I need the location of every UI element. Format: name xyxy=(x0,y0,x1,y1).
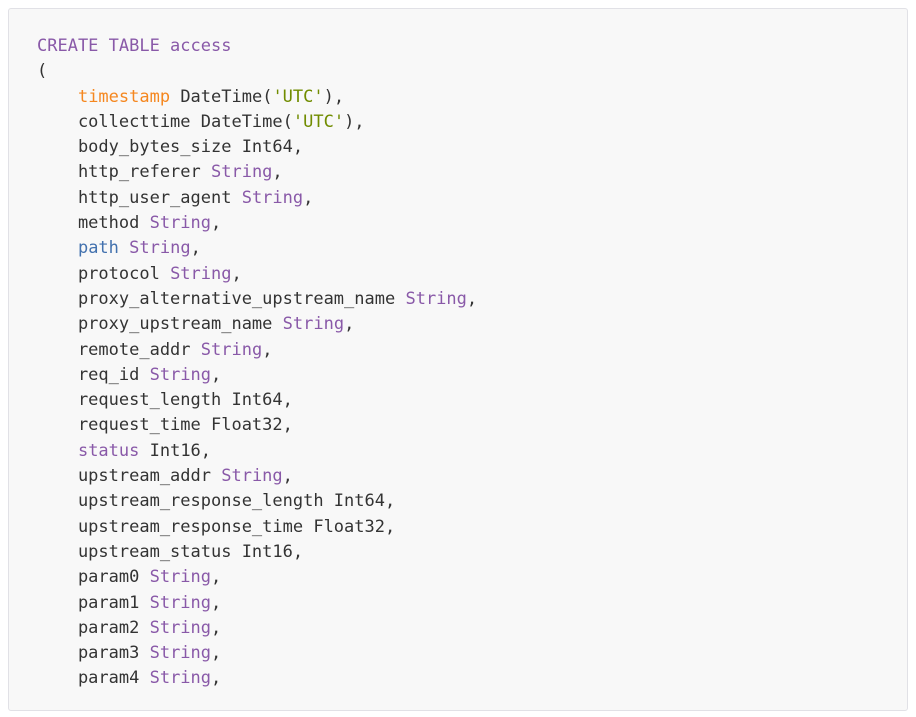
code-token xyxy=(37,238,78,258)
code-token: , xyxy=(190,238,201,259)
code-line: param0 String, xyxy=(37,565,879,590)
code-token: timestamp xyxy=(77,86,171,107)
code-token: String xyxy=(149,364,212,385)
code-line: param4 String, xyxy=(37,666,879,691)
code-token xyxy=(37,441,78,461)
code-token: , xyxy=(211,617,222,638)
code-token: , xyxy=(211,668,222,689)
code-line: req_id String, xyxy=(37,363,879,388)
code-line: request_time Float32, xyxy=(37,413,879,438)
code-token: request_time Float32, xyxy=(37,415,293,436)
code-token: Int16, xyxy=(139,440,212,461)
code-token: String xyxy=(149,567,212,588)
code-token: , xyxy=(282,466,293,487)
code-token: status xyxy=(77,440,140,461)
code-token: , xyxy=(211,364,222,385)
code-token xyxy=(37,87,78,107)
code-token: , xyxy=(211,592,222,613)
code-token: , xyxy=(303,187,314,208)
code-line: param2 String, xyxy=(37,616,879,641)
code-token: upstream_addr xyxy=(37,466,222,487)
code-line: upstream_response_length Int64, xyxy=(37,489,879,514)
code-line: timestamp DateTime('UTC'), xyxy=(37,85,879,110)
code-token: request_length Int64, xyxy=(37,390,293,411)
code-line: protocol String, xyxy=(37,262,879,287)
code-line: param1 String, xyxy=(37,591,879,616)
code-token: upstream_response_length Int64, xyxy=(37,491,396,512)
code-token: param3 xyxy=(37,643,150,664)
code-token: http_user_agent xyxy=(37,187,242,208)
code-token: http_referer xyxy=(37,162,211,183)
code-token: String xyxy=(405,288,467,309)
code-line: body_bytes_size Int64, xyxy=(37,135,879,160)
code-token: String xyxy=(129,238,191,259)
code-token: proxy_alternative_upstream_name xyxy=(37,288,406,309)
code-token xyxy=(119,238,129,258)
code-line: request_length Int64, xyxy=(37,388,879,413)
code-token: String xyxy=(149,617,212,638)
code-line: upstream_status Int16, xyxy=(37,540,879,565)
code-line: path String, xyxy=(37,236,879,261)
code-line: status Int16, xyxy=(37,439,879,464)
code-token: , xyxy=(231,263,242,284)
code-content: CREATE TABLE access ( timestamp DateTime(… xyxy=(37,34,879,692)
code-token: collecttime DateTime( xyxy=(37,111,293,132)
code-token: , xyxy=(211,213,222,234)
code-token: String xyxy=(200,339,263,360)
code-line: param3 String, xyxy=(37,641,879,666)
code-token: , xyxy=(272,162,283,183)
code-token: body_bytes_size Int64, xyxy=(37,137,304,158)
code-token: String xyxy=(170,263,232,284)
code-line: CREATE TABLE access xyxy=(37,34,879,59)
code-token: String xyxy=(149,213,212,234)
code-token: , xyxy=(344,314,355,335)
code-line: proxy_upstream_name String, xyxy=(37,312,879,337)
code-token: String xyxy=(282,314,345,335)
code-token: , xyxy=(262,339,273,360)
code-token: param4 xyxy=(37,668,150,689)
code-token: proxy_upstream_name xyxy=(37,314,283,335)
code-token: DateTime( xyxy=(170,86,273,107)
code-line: upstream_addr String, xyxy=(37,464,879,489)
code-token: ), xyxy=(344,111,365,132)
code-token: , xyxy=(466,288,478,309)
code-token: 'UTC' xyxy=(292,111,345,132)
code-token: req_id xyxy=(37,364,150,385)
code-token: String xyxy=(149,643,212,664)
code-token: , xyxy=(211,643,222,664)
code-token: String xyxy=(241,187,304,208)
code-token: method xyxy=(37,213,150,234)
code-line: upstream_response_time Float32, xyxy=(37,515,879,540)
code-token: upstream_status Int16, xyxy=(37,541,304,562)
code-token: param0 xyxy=(37,567,150,588)
code-line: collecttime DateTime('UTC'), xyxy=(37,110,879,135)
code-token: upstream_response_time Float32, xyxy=(37,516,396,537)
code-line: method String, xyxy=(37,211,879,236)
code-token: CREATE TABLE access xyxy=(37,36,232,56)
code-token: String xyxy=(211,162,273,183)
code-token: path xyxy=(77,238,119,259)
code-token: 'UTC' xyxy=(272,86,324,107)
code-token: String xyxy=(221,466,283,487)
code-line: ( xyxy=(37,59,879,84)
code-token: param2 xyxy=(37,617,150,638)
code-token: String xyxy=(149,592,212,613)
code-token: ), xyxy=(323,86,345,107)
code-line: http_user_agent String, xyxy=(37,186,879,211)
code-token: String xyxy=(149,668,212,689)
code-token: remote_addr xyxy=(37,339,201,360)
code-token: param1 xyxy=(37,592,150,613)
code-token: protocol xyxy=(37,263,171,284)
code-line: proxy_alternative_upstream_name String, xyxy=(37,287,879,312)
code-token: , xyxy=(211,567,222,588)
code-token: ( xyxy=(37,61,48,82)
code-line: http_referer String, xyxy=(37,160,879,185)
code-block: CREATE TABLE access ( timestamp DateTime(… xyxy=(8,8,908,711)
code-line: remote_addr String, xyxy=(37,338,879,363)
